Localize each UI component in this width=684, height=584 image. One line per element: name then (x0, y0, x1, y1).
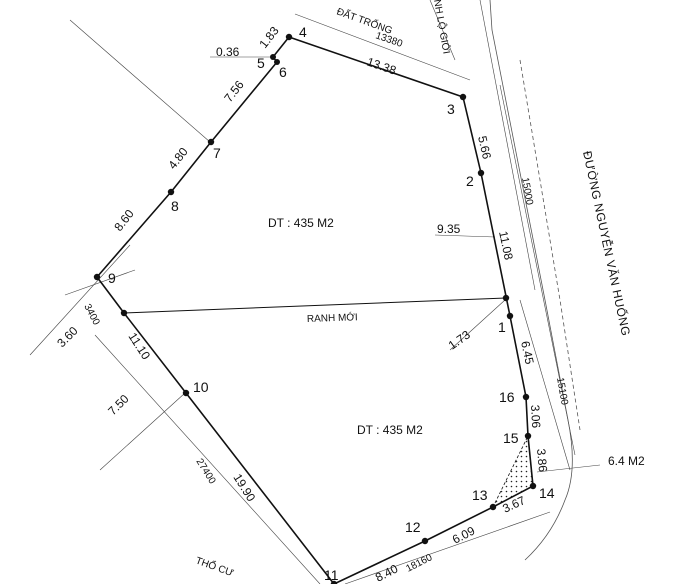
road-curbs (489, 0, 581, 561)
point-label-13: 13 (472, 487, 488, 503)
ref-line-road-upper (479, 0, 536, 291)
point-label-4: 4 (299, 24, 307, 40)
lot-boundary (96, 36, 534, 584)
dim-note-left: 3400 (81, 302, 101, 327)
lower-area-label: DT : 435 M2 (357, 423, 423, 437)
vertex-split-left (120, 309, 128, 317)
ref-leader-935 (434, 234, 496, 238)
vertex-3 (459, 93, 467, 101)
edge-length-11-12: 8.40 (373, 561, 400, 584)
edge-length-1-2: 11.08 (496, 230, 516, 262)
bottom-left-label: THỔ CƯ (194, 554, 236, 580)
top-land-label: ĐẤT TRỐNG (335, 4, 395, 37)
vertex-9 (93, 273, 101, 281)
point-label-14: 14 (539, 485, 555, 501)
vertex-2 (477, 169, 485, 177)
vertex-6 (274, 59, 280, 65)
dim-note-bottom: 18160 (404, 552, 434, 575)
vertex-1 (506, 312, 514, 320)
edge-length-1-split: 1.73 (446, 327, 473, 352)
vertex-12 (421, 537, 429, 545)
edge-length-10-11: 19.90 (230, 471, 258, 504)
point-label-16: 16 (499, 389, 515, 405)
point-label-10: 10 (193, 379, 209, 395)
vertex-15 (524, 432, 532, 440)
ref-line-corner (429, 0, 456, 61)
vertex-13 (489, 503, 497, 511)
construction-lines (29, 0, 601, 584)
ref-line-left-low (99, 392, 186, 471)
vertex-split-right (502, 294, 510, 302)
point-label-12: 12 (405, 519, 421, 535)
point-label-2: 2 (466, 173, 474, 189)
road-curb-inner (489, 0, 573, 561)
edge-length-15-16: 3.06 (528, 404, 543, 428)
edge-length-left-750: 7.50 (105, 391, 132, 418)
vertex-4 (285, 33, 293, 41)
vertex-7 (207, 138, 215, 146)
split-line (123, 297, 507, 314)
dim-note-left-long: 27400 (193, 457, 217, 487)
point-label-7: 7 (213, 145, 221, 161)
point-label-11: 11 (324, 567, 339, 583)
ref-leader-small-area (536, 464, 601, 473)
point-label-5: 5 (257, 55, 265, 71)
road-name-label: ĐƯỜNG NGUYỄN VĂN HUỐNG (580, 150, 634, 338)
ref-dim-right-lower (519, 299, 571, 471)
vertex-10 (182, 389, 190, 397)
edge-length-14-15: 3.86 (534, 448, 550, 473)
split-line-label: RANH MỚI (307, 310, 358, 325)
dim-note-right-lower: 15100 (554, 377, 570, 407)
vertex-8 (167, 188, 175, 196)
point-label-1: 1 (498, 319, 506, 335)
ref-line-left-upper (29, 244, 131, 356)
dim-note-right-upper: 15000 (519, 177, 535, 207)
vertex-14 (529, 482, 537, 490)
vertex-11 (330, 580, 338, 584)
ref-line-top-left (69, 19, 211, 143)
vertex-dots (93, 33, 537, 584)
edge-length-2-3: 5.66 (475, 135, 494, 161)
vertex-labels: 1 2 3 4 5 6 7 8 9 10 11 12 13 14 15 16 (108, 24, 555, 583)
edge-length-5-short: 0.36 (216, 45, 240, 59)
edge-length-3-4: 13.38 (365, 55, 398, 78)
road-curb-dashed (519, 59, 581, 431)
point-label-3: 3 (447, 101, 455, 117)
dimension-notes: 13380 15000 15100 3400 27400 18160 (81, 30, 569, 574)
ref-line-top (294, 13, 471, 81)
ref-line-left-long (94, 334, 321, 584)
edge-length-4-5: 1.83 (256, 24, 282, 51)
point-label-15: 15 (503, 430, 519, 446)
edge-length-7-9: 8.60 (111, 207, 137, 234)
small-area-label: 6.4 M2 (608, 454, 645, 468)
vertex-5 (270, 54, 276, 60)
corner-road-label: NH LỘ GIỚI (431, 0, 453, 55)
vertex-16 (522, 393, 530, 401)
edge-length-offset-935: 9.35 (437, 222, 461, 236)
edge-length-6-7: 4.80 (165, 145, 191, 172)
point-label-6: 6 (279, 64, 287, 80)
ref-leader-173 (449, 299, 506, 351)
edge-length-5-6: 7.56 (221, 78, 247, 105)
ref-line-bottom (344, 511, 551, 584)
ref-line-left-mid (64, 269, 136, 296)
point-label-9: 9 (108, 270, 116, 286)
descriptive-labels: ĐẤT TRỐNG NH LỘ GIỚI ĐƯỜNG NGUYỄN VĂN HU… (194, 0, 645, 580)
edge-length-left-360: 3.60 (54, 323, 81, 350)
edge-length-16-1: 6.45 (518, 340, 537, 366)
point-label-8: 8 (171, 198, 179, 214)
upper-area-label: DT : 435 M2 (268, 216, 334, 230)
